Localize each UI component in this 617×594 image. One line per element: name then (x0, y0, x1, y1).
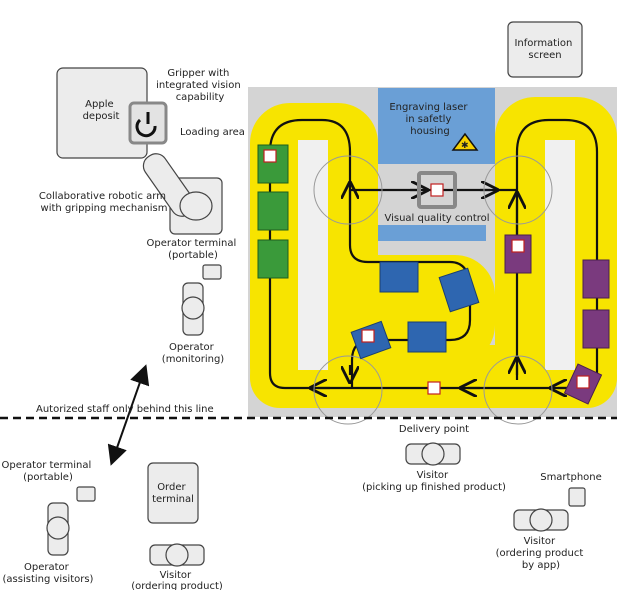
rfid-tag-5 (427, 381, 441, 395)
visitor-app-figure (513, 487, 586, 532)
rfid-tag-2 (430, 183, 444, 197)
gripper-icon (135, 112, 157, 138)
information-screen-label: Information screen (514, 38, 575, 61)
svg-text:✱: ✱ (461, 141, 469, 151)
visitor-ordering-label: Visitor (ordering product) (131, 570, 223, 590)
carrier-purple-2 (582, 259, 610, 299)
access-arrow (107, 364, 150, 466)
carrier-blue-3 (407, 321, 447, 353)
operator-terminal-top-label: Operator terminal (portable) (147, 238, 240, 261)
operator-top-head (181, 296, 205, 320)
loading-area (56, 67, 223, 235)
junction-top-right (483, 155, 553, 225)
operator-monitoring-label: Operator (monitoring) (162, 342, 224, 365)
operator-terminal-bottom-device (76, 486, 96, 502)
rfid-tag-6 (576, 375, 590, 389)
production-cell: ✱ (248, 87, 617, 425)
visitor-pickup-figure (405, 442, 461, 466)
operator-assisting (46, 486, 96, 556)
junction-top-left (313, 155, 383, 225)
carrier-green-3 (257, 239, 289, 279)
warning-icon: ✱ (451, 132, 479, 151)
visitor-pickup-label: Visitor (picking up finished product) (362, 470, 506, 493)
loading-area-label: Loading area (180, 127, 245, 138)
carriers-purple (504, 234, 610, 405)
rfid-tag-4 (361, 329, 375, 343)
rfid-tags (263, 149, 590, 395)
carrier-green-2 (257, 191, 289, 231)
junction-bottom-right (483, 355, 553, 425)
engraving-laser-label: Engraving laser in safetly housing (389, 102, 470, 137)
visitor-ordering-figure (149, 543, 205, 567)
carriers-blue (350, 261, 480, 360)
robot-arm-label: Collaborative robotic arm with gripping … (39, 191, 169, 214)
inner-floor-left (298, 140, 328, 370)
information-screen-box (507, 21, 583, 78)
rail-loop (268, 118, 599, 390)
junction-circles (313, 155, 553, 425)
operator-assisting-label: Operator (assisting visitors) (3, 562, 94, 585)
operator-terminal-bottom-label: Operator terminal (portable) (2, 460, 95, 483)
smartphone-label: Smartphone (540, 472, 602, 483)
carrier-purple-3 (582, 309, 610, 349)
apple-deposit-label: Apple deposit (83, 99, 120, 122)
order-terminal-box (147, 462, 199, 524)
visual-quality-label: Visual quality control (384, 213, 489, 224)
carriers-green (257, 144, 289, 279)
delivery-point-label: Delivery point (399, 424, 469, 435)
carrier-blue-2 (438, 267, 480, 313)
rfid-tag-3 (511, 239, 525, 253)
laser-housing-lower-plate (378, 225, 486, 241)
quality-control-station (417, 171, 457, 209)
operator-terminal-top-device (202, 264, 222, 280)
robot-joint (179, 191, 213, 221)
junction-bottom-left (313, 355, 383, 425)
gripper-label: Gripper with integrated vision capabilit… (156, 68, 244, 103)
smartphone-icon (568, 487, 586, 507)
operator-bottom-head (46, 516, 70, 540)
visitor-app-label: Visitor (ordering product by app) (496, 536, 587, 571)
order-terminal-label: Order terminal (152, 482, 194, 505)
inner-floor-right (545, 140, 575, 370)
staff-line-label: Autorized staff only behind this line (36, 404, 214, 415)
operator-monitoring (181, 264, 222, 336)
engraving-laser-housing (378, 88, 495, 164)
rfid-tag-1 (263, 149, 277, 163)
carrier-blue-1 (379, 261, 419, 293)
